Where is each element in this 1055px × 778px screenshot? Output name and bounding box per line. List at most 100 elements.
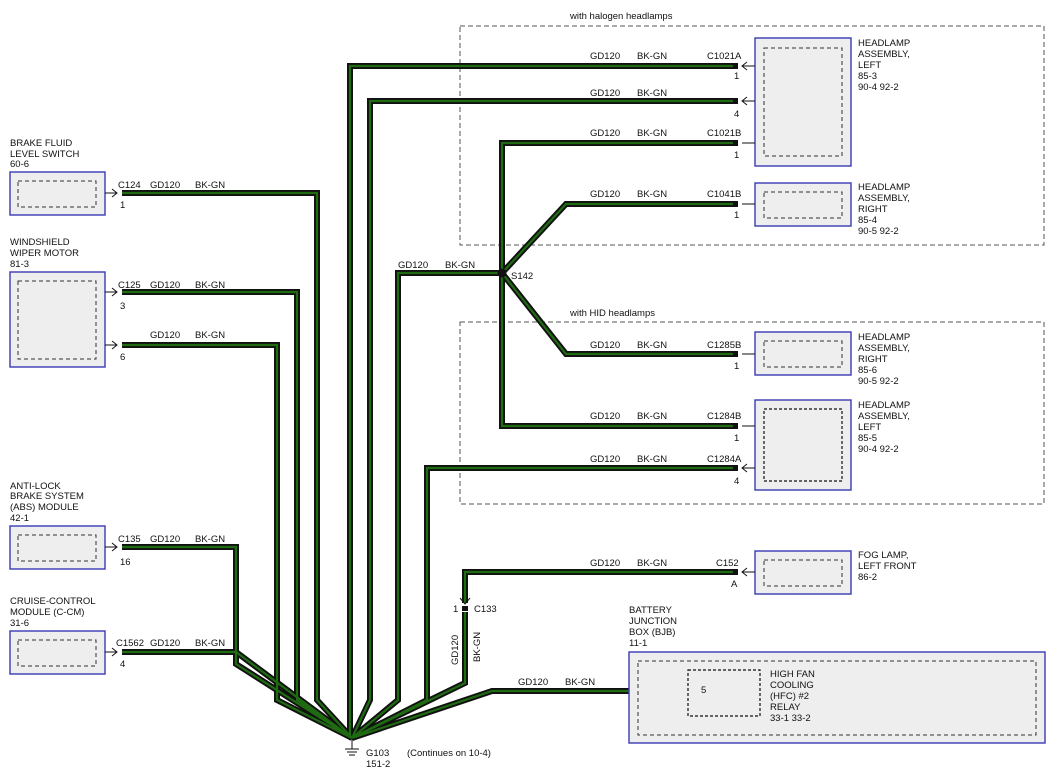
c133-pin: 1 (453, 604, 458, 615)
wiper-label-2: WIPER MOTOR (10, 248, 79, 259)
brake-fluid-label-3: 60-6 (10, 159, 29, 170)
bjb-label-1: BATTERY (629, 605, 673, 616)
hl-right-hal-label-5: 90-5 92-2 (858, 226, 899, 237)
hl-left-hal-color-3: BK-GN (637, 128, 667, 139)
hl-left-hid-label-1: HEADLAMP (858, 400, 910, 411)
splice-node (497, 268, 507, 278)
ccm-box (9, 630, 106, 675)
brake-fluid-pin-arrow (105, 188, 118, 198)
wiper-pin6-arrow (105, 340, 118, 350)
fog-label-1: FOG LAMP, (858, 550, 909, 561)
hl-left-hid-label-5: 90-4 92-2 (858, 444, 899, 455)
fog-label-3: 86-2 (858, 572, 877, 583)
pin-marker (733, 201, 738, 207)
brake-fluid-label-2: LEVEL SWITCH (10, 149, 79, 160)
ccm-color: BK-GN (195, 638, 225, 649)
wire-hl-left-4 (351, 99, 735, 739)
wire-fog-outline (462, 569, 735, 603)
hl-right-hid-label-4: 85-6 (858, 365, 877, 376)
ground-note: (Continues on 10-4) (407, 748, 491, 759)
wire-hl-left-1b-outline (499, 140, 735, 273)
brake-fluid-gauge: GD120 (150, 180, 180, 191)
headlamp-left-hid-box (754, 399, 852, 491)
hl-right-hid-color: BK-GN (637, 340, 667, 351)
bjb-label-3: BOX (BJB) (629, 627, 675, 638)
abs-module-inner (17, 534, 97, 562)
fog-lamp-box (754, 550, 852, 595)
wire-hl-left-1b (500, 141, 735, 273)
hl-right-hal-pin: 1 (734, 210, 739, 221)
wiper-gauge-2: GD120 (150, 330, 180, 341)
wire-bjb (351, 689, 690, 740)
ccm-label-1: CRUISE-CONTROL (10, 596, 96, 607)
bjb-label-4: 11-1 (629, 638, 647, 649)
hl-left-hid-connector-b: C1284B (707, 411, 741, 422)
hl-left-hal-color-2: BK-GN (637, 88, 667, 99)
wiper-connector: C125 (118, 280, 141, 291)
hl-right-hid-label-2: ASSEMBLY, (858, 343, 910, 354)
hl-left-hal-color-1: BK-GN (637, 51, 667, 62)
c133-connector: C133 (474, 604, 497, 615)
wire-hl-right-hal (501, 202, 735, 274)
wire-wiper-3 (122, 290, 353, 739)
hfc-label-3: (HFC) #2 (770, 691, 809, 702)
ccm-pin: 4 (120, 659, 125, 670)
hfc-label-4: RELAY (770, 702, 801, 713)
headlamp-left-halogen-inner (763, 47, 843, 157)
wiper-color-1: BK-GN (195, 280, 225, 291)
brake-fluid-pin: 1 (120, 200, 125, 211)
pin-marker (733, 423, 738, 429)
hl-left-hid-arrow-a (741, 463, 755, 473)
fog-pin-arrow (741, 567, 755, 577)
hl-left-hal-pin4-arrow (741, 96, 755, 106)
splice-label: S142 (511, 271, 533, 282)
hl-right-hal-gauge: GD120 (590, 189, 620, 200)
brake-fluid-switch-inner (17, 180, 97, 208)
wire-wiper-6 (122, 343, 353, 739)
hid-region-label: with HID headlamps (569, 308, 655, 319)
headlamp-right-halogen-inner (763, 191, 843, 219)
pin-marker (733, 98, 738, 104)
abs-pin: 16 (120, 557, 131, 568)
hl-left-hal-label-4: 85-3 (858, 71, 877, 82)
fog-color: BK-GN (637, 558, 667, 569)
hl-left-hal-gauge-3: GD120 (590, 128, 620, 139)
c133-gauge: GD120 (450, 635, 461, 665)
abs-pin-arrow (105, 542, 118, 552)
bjb-color: BK-GN (565, 677, 595, 688)
hfc-label-1: HIGH FAN (770, 669, 815, 680)
pin-marker (733, 140, 738, 146)
hl-left-hid-gauge-1: GD120 (590, 411, 620, 422)
hl-right-hid-label-1: HEADLAMP (858, 332, 910, 343)
abs-label-3: (ABS) MODULE (10, 502, 79, 513)
ccm-inner (17, 639, 97, 667)
bjb-gauge: GD120 (518, 677, 548, 688)
pin-marker (733, 465, 738, 471)
brake-fluid-label-1: BRAKE FLUID (10, 138, 72, 149)
hl-left-hid-connector-a: C1284A (707, 454, 742, 465)
brake-fluid-connector: C124 (118, 180, 141, 191)
wiper-label-1: WINDSHIELD (10, 237, 70, 248)
splice-wire-gauge: GD120 (398, 260, 428, 271)
hl-right-hal-label-4: 85-4 (858, 215, 877, 226)
wire-brake-fluid (122, 191, 353, 739)
ccm-gauge: GD120 (150, 638, 180, 649)
hl-left-hid-color-2: BK-GN (637, 454, 667, 465)
fog-label-2: LEFT FRONT (858, 561, 917, 572)
hl-right-hal-label-1: HEADLAMP (858, 182, 910, 193)
pin-marker (733, 63, 738, 69)
wiper-pin-6: 6 (120, 352, 125, 363)
ccm-connector: C1562 (116, 638, 144, 649)
hl-left-hid-gauge-2: GD120 (590, 454, 620, 465)
hl-left-hal-label-2: ASSEMBLY, (858, 49, 910, 60)
headlamp-right-halogen-box (754, 182, 852, 227)
hl-right-hal-connector: C1041B (707, 189, 741, 200)
pin-marker (733, 569, 738, 575)
hl-left-hid-pin-a: 4 (734, 476, 739, 487)
hl-left-hid-pin-b: 1 (734, 433, 739, 444)
abs-label-2: BRAKE SYSTEM (10, 491, 84, 502)
hl-left-hal-pin-a4: 4 (734, 109, 739, 120)
hl-left-hal-gauge-2: GD120 (590, 88, 620, 99)
hl-right-hid-label-5: 90-5 92-2 (858, 376, 899, 387)
